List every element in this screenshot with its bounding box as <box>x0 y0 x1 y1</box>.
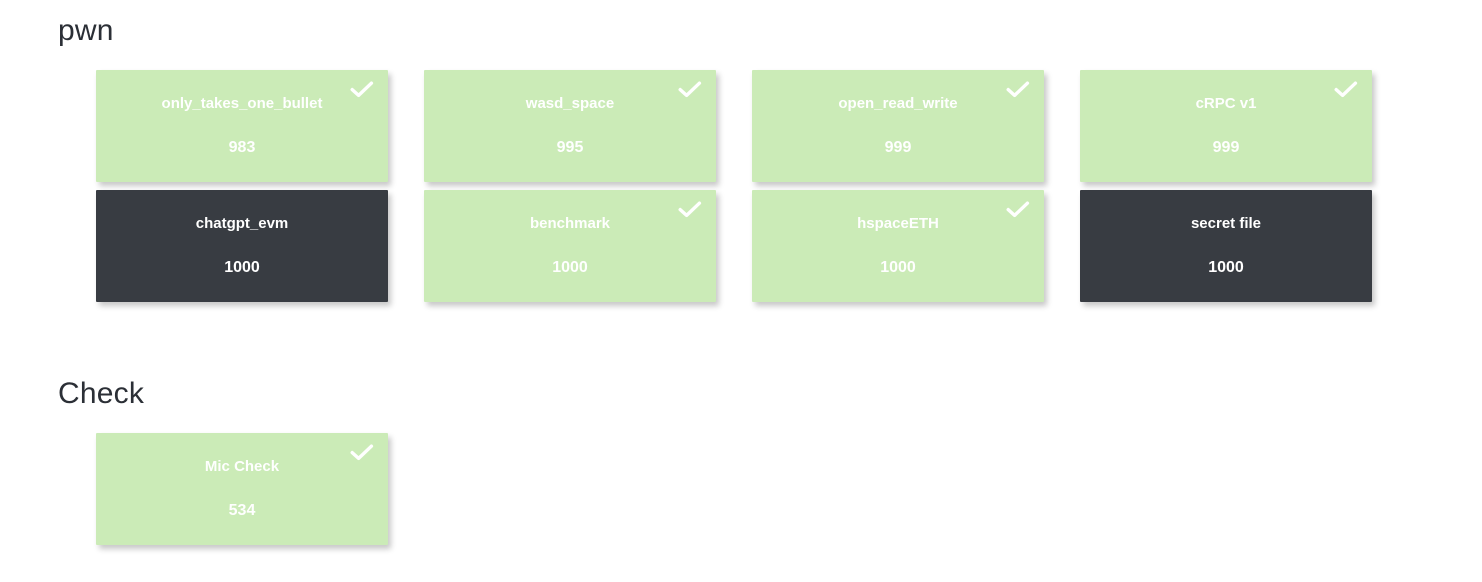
check-icon <box>350 81 374 99</box>
challenge-card[interactable]: open_read_write 999 <box>752 70 1044 182</box>
check-icon <box>678 81 702 99</box>
category-pwn: pwn only_takes_one_bullet 983 wasd_space 99… <box>0 16 1482 302</box>
category-title: pwn <box>58 14 114 47</box>
check-icon <box>1006 201 1030 219</box>
challenge-points: 534 <box>228 502 256 519</box>
check-icon <box>350 444 374 462</box>
challenge-points: 983 <box>228 139 256 156</box>
challenge-name: cRPC v1 <box>1195 95 1257 112</box>
category-title: Check <box>58 377 145 410</box>
challenge-card[interactable]: benchmark 1000 <box>424 190 716 302</box>
check-icon <box>678 201 702 219</box>
challenge-card[interactable]: chatgpt_evm 1000 <box>96 190 388 302</box>
challenge-name: benchmark <box>529 215 611 232</box>
challenge-name: Mic Check <box>204 458 280 475</box>
challenge-points: 995 <box>556 139 584 156</box>
challenge-name: chatgpt_evm <box>195 215 289 232</box>
check-icon <box>1006 81 1030 99</box>
challenge-grid: Mic Check 534 <box>0 433 1482 545</box>
challenge-card[interactable]: Mic Check 534 <box>96 433 388 545</box>
challenge-name: hspaceETH <box>857 215 939 232</box>
challenge-points: 1000 <box>1208 259 1244 276</box>
challenge-points: 1000 <box>224 259 260 276</box>
category-check: Check Mic Check 534 <box>0 379 1482 545</box>
challenge-name: wasd_space <box>525 95 615 112</box>
challenge-points: 999 <box>1212 139 1240 156</box>
challenge-points: 1000 <box>880 259 916 276</box>
challenge-card[interactable]: hspaceETH 1000 <box>752 190 1044 302</box>
challenge-points: 999 <box>884 139 912 156</box>
challenge-name: open_read_write <box>838 95 958 112</box>
challenge-card[interactable]: secret file 1000 <box>1080 190 1372 302</box>
challenge-card[interactable]: cRPC v1 999 <box>1080 70 1372 182</box>
challenge-points: 1000 <box>552 259 588 276</box>
challenge-card[interactable]: wasd_space 995 <box>424 70 716 182</box>
check-icon <box>1334 81 1358 99</box>
challenge-name: secret file <box>1190 215 1262 232</box>
challenge-card[interactable]: only_takes_one_bullet 983 <box>96 70 388 182</box>
challenge-name: only_takes_one_bullet <box>161 95 323 112</box>
challenge-grid: only_takes_one_bullet 983 wasd_space 995 ope… <box>0 70 1482 302</box>
